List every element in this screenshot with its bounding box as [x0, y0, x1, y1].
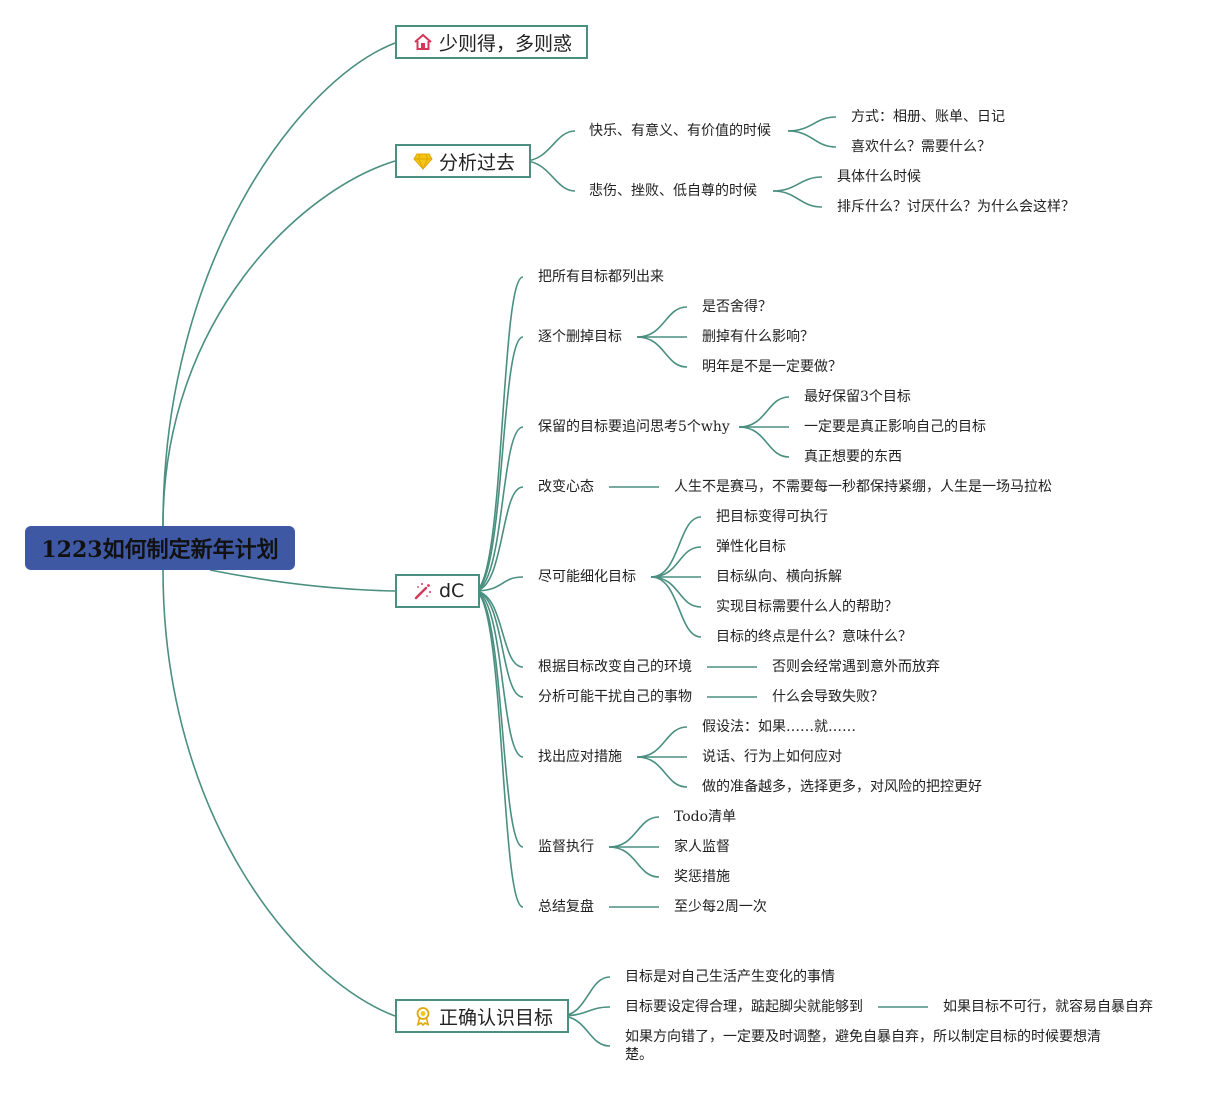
goal-item[interactable]: 目标要设定得合理，踮起脚尖就能够到 [625, 999, 863, 1015]
topic-node[interactable]: 少则得，多则惑 [395, 25, 589, 59]
dc-subitem[interactable]: 奖惩措施 [674, 869, 730, 885]
dc-item[interactable]: 尽可能细化目标 [538, 569, 636, 585]
dc-subitem[interactable]: 否则会经常遇到意外而放弃 [772, 659, 940, 675]
dc-subitem[interactable]: 真正想要的东西 [804, 449, 902, 465]
dc-subitem[interactable]: 是否舍得？ [702, 299, 772, 315]
dc-item[interactable]: 总结复盘 [538, 899, 594, 915]
dc-subitem[interactable]: 最好保留3个目标 [804, 389, 911, 405]
past-happy-child[interactable]: 喜欢什么？需要什么？ [851, 139, 991, 155]
dc-subitem[interactable]: 一定要是真正影响自己的目标 [804, 419, 986, 435]
dc-subitem[interactable]: 人生不是赛马，不需要每一秒都保持紧绷，人生是一场马拉松 [674, 479, 1052, 495]
topic-node[interactable]: 正确认识目标 [395, 999, 570, 1033]
home-icon [414, 33, 432, 50]
dc-subitem[interactable]: 假设法：如果……就…… [702, 719, 856, 735]
past-sad-child[interactable]: 具体什么时候 [837, 169, 921, 185]
dc-item[interactable]: 改变心态 [538, 479, 594, 495]
dc-subitem[interactable]: 至少每2周一次 [674, 899, 767, 915]
dc-subitem[interactable]: 家人监督 [674, 839, 730, 855]
magic-wand-icon [414, 583, 431, 600]
dc-item[interactable]: 找出应对措施 [538, 749, 622, 765]
past-happy-child[interactable]: 方式：相册、账单、日记 [851, 109, 1005, 125]
root-node[interactable]: 1223如何制定新年计划 [25, 526, 295, 570]
topic-node[interactable]: 分析过去 [395, 144, 532, 178]
dc-item[interactable]: 保留的目标要追问思考5个why [538, 419, 730, 435]
topic-label: dC [439, 580, 465, 602]
topic-label: 正确认识目标 [439, 1006, 554, 1029]
dc-subitem[interactable]: 什么会导致失败？ [772, 689, 884, 705]
past-sad-node[interactable]: 悲伤、挫败、低自尊的时候 [589, 183, 757, 199]
goal-item[interactable]: 如果方向错了，一定要及时调整，避免自暴自弃，所以制定目标的时候要想清楚。 [625, 1029, 1101, 1063]
dc-subitem[interactable]: 说话、行为上如何应对 [702, 749, 842, 765]
dc-subitem[interactable]: 实现目标需要什么人的帮助？ [716, 599, 898, 615]
dc-subitem[interactable]: 目标的终点是什么？意味什么？ [716, 629, 912, 645]
dc-item[interactable]: 把所有目标都列出来 [538, 269, 664, 285]
goal-subitem[interactable]: 如果目标不可行，就容易自暴自弃 [943, 999, 1153, 1015]
goal-item[interactable]: 目标是对自己生活产生变化的事情 [625, 969, 835, 985]
topic-label: 少则得，多则惑 [439, 32, 573, 55]
past-sad-child[interactable]: 排斥什么？讨厌什么？为什么会这样？ [837, 199, 1075, 215]
dc-item[interactable]: 监督执行 [538, 839, 594, 855]
dc-item[interactable]: 根据目标改变自己的环境 [538, 659, 692, 675]
dc-subitem[interactable]: 弹性化目标 [716, 539, 786, 555]
past-happy-node[interactable]: 快乐、有意义、有价值的时候 [589, 123, 771, 139]
diamond-icon [413, 153, 433, 171]
award-ribbon-icon [416, 1007, 430, 1026]
dc-subitem[interactable]: 做的准备越多，选择更多，对风险的把控更好 [702, 779, 982, 795]
dc-item[interactable]: 分析可能干扰自己的事物 [538, 689, 692, 705]
dc-subitem[interactable]: 删掉有什么影响？ [702, 329, 814, 345]
dc-subitem[interactable]: 明年是不是一定要做？ [702, 359, 842, 375]
topic-label: 分析过去 [439, 151, 516, 174]
dc-subitem[interactable]: 把目标变得可执行 [716, 509, 828, 525]
root-title: 1223如何制定新年计划 [41, 537, 279, 563]
topic-node[interactable]: dC [395, 574, 481, 608]
dc-subitem[interactable]: 目标纵向、横向拆解 [716, 569, 842, 585]
dc-subitem[interactable]: Todo清单 [674, 809, 737, 825]
dc-item[interactable]: 逐个删掉目标 [538, 329, 622, 345]
